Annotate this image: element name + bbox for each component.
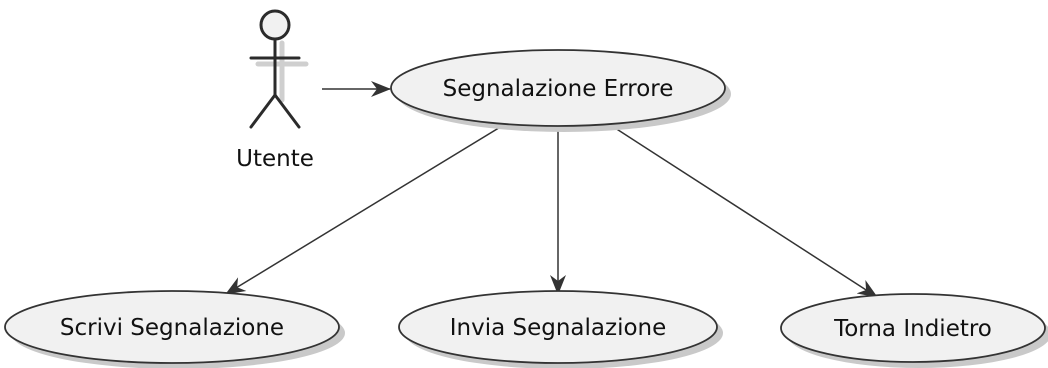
actor-label: Utente [236, 146, 314, 172]
usecase-label: Scrivi Segnalazione [60, 315, 284, 341]
edge-main-to-back [611, 125, 878, 298]
edge-main-to-write [225, 125, 503, 295]
actor-shadow [255, 40, 309, 103]
usecase-scrivi-segnalazione[interactable]: Scrivi Segnalazione [4, 290, 345, 368]
usecase-segnalazione-errore[interactable]: Segnalazione Errore [390, 49, 731, 132]
usecase-invia-segnalazione[interactable]: Invia Segnalazione [398, 290, 723, 368]
usecase-label: Invia Segnalazione [450, 315, 667, 341]
actor-utente: Utente [236, 9, 314, 172]
usecase-label: Segnalazione Errore [443, 76, 674, 102]
usecase-torna-indietro[interactable]: Torna Indietro [780, 293, 1048, 368]
usecase-label: Torna Indietro [833, 316, 992, 342]
person-icon [249, 9, 301, 129]
